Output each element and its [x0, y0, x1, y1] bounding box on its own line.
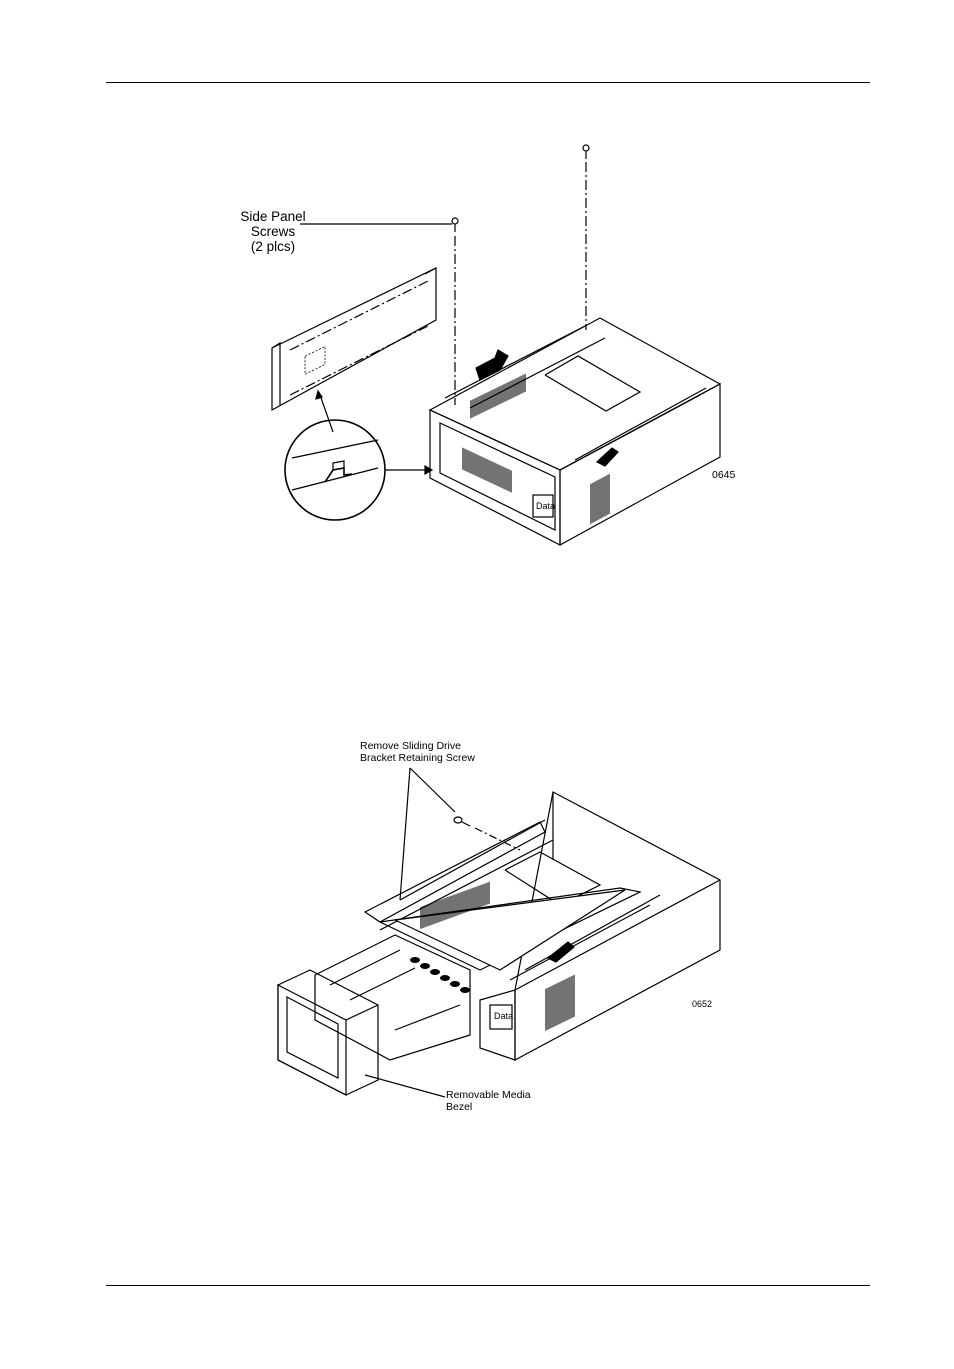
leader-line — [365, 1075, 445, 1097]
screw-icon — [454, 817, 470, 826]
removable-media-bezel — [278, 970, 378, 1095]
callout-retaining-screw: Remove Sliding Drive Bracket Retaining S… — [360, 741, 475, 764]
figure-drive-bracket-removal — [0, 0, 954, 1200]
callout-bezel: Removable Media Bezel — [446, 1090, 531, 1113]
logo-text: Data — [494, 1012, 513, 1022]
leader-line — [400, 768, 410, 900]
connector-array — [410, 957, 470, 993]
figure-number: 0652 — [692, 1000, 712, 1010]
leader-line — [410, 768, 455, 812]
footer-rule — [106, 1285, 870, 1286]
